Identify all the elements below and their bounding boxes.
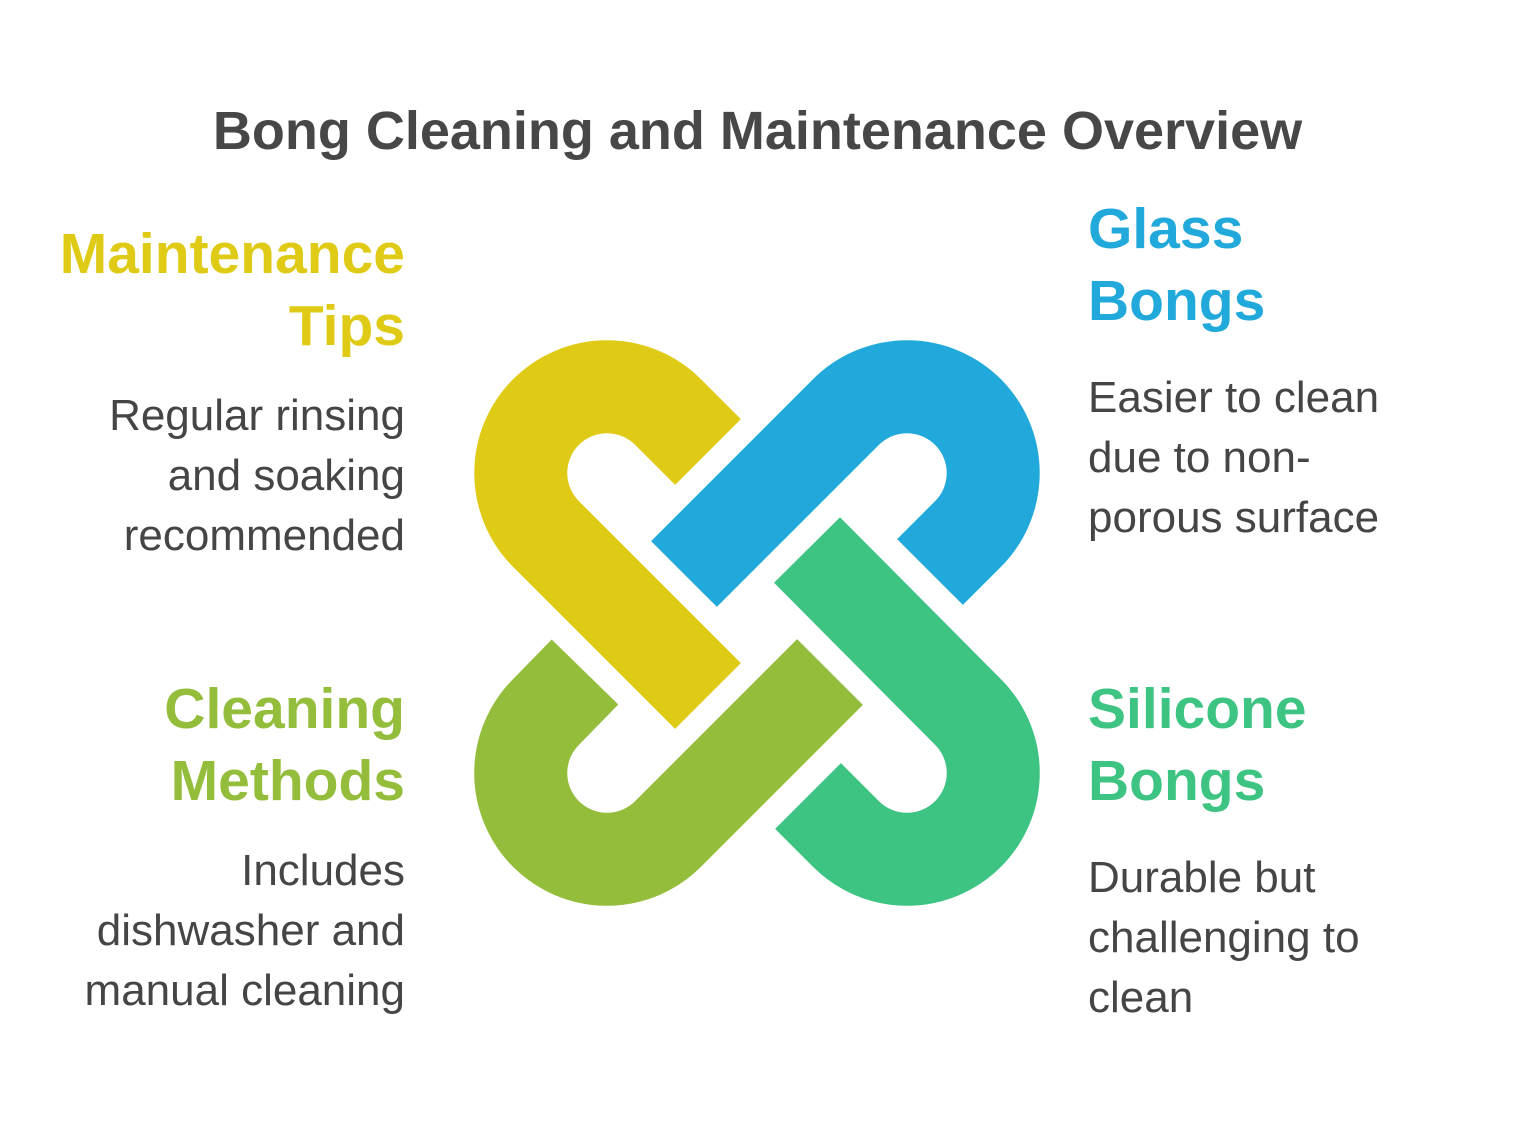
glass-bongs-text: Easier to clean due to non-porous surfac…: [1088, 373, 1380, 542]
glass-bongs-heading: Glass Bongs: [1088, 197, 1266, 333]
glass-link: [651, 340, 1040, 607]
silicone-link: [774, 517, 1040, 906]
silicone-bongs-text: Durable but challenging to clean: [1088, 853, 1360, 1022]
maintenance-tips-heading: Maintenance Tips: [59, 222, 405, 358]
maintenance-tips-text: Regular rinsing and soaking recommended: [109, 391, 405, 560]
diagram-title: Bong Cleaning and Maintenance Overview: [212, 101, 1303, 161]
cleaning-methods-heading: Cleaning Methods: [164, 677, 405, 813]
cleaning-link: [474, 639, 863, 906]
silicone-bongs-heading: Silicone Bongs: [1088, 677, 1307, 813]
maintenance-link: [474, 340, 741, 729]
cleaning-methods-text: Includes dishwasher and manual cleaning: [84, 846, 405, 1015]
